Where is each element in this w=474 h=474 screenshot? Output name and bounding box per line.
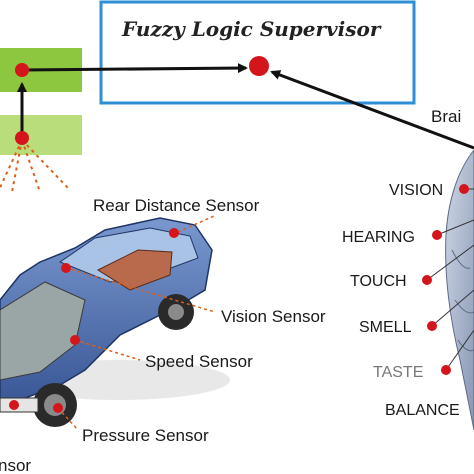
sensor-dot-pressure [53, 403, 63, 413]
sensor-leaders [57, 215, 216, 431]
supervisor-box: Fuzzy Logic Supervisor [99, 0, 416, 105]
car-wheel-rear-hub [168, 304, 184, 320]
sense-dot-vision [459, 184, 469, 194]
arrows [17, 63, 474, 150]
sensor-dot-vision [61, 263, 71, 273]
leader-touch-sense [426, 244, 474, 281]
sensor-dot-rear-distance [169, 228, 179, 238]
sense-dot-taste [441, 365, 451, 375]
label-speed-sensor: Speed Sensor [145, 352, 253, 371]
arrow-from-brain [270, 70, 474, 150]
signal-ray [11, 139, 23, 193]
label-hearing: HEARING [342, 229, 415, 246]
supervisor-box-border [99, 0, 416, 105]
sensor-dot-bumper [9, 400, 19, 410]
label-pressure-sensor: Pressure Sensor [82, 426, 209, 445]
label-vision-sensor: Vision Sensor [221, 307, 326, 326]
label-touch: TOUCH [350, 273, 407, 290]
leader-taste-sense [445, 329, 474, 371]
node-dot-top [15, 63, 29, 77]
node-dot-bottom [15, 131, 29, 145]
car-seats [96, 249, 173, 291]
green-block-bottom [0, 115, 82, 155]
signal-ray [0, 139, 23, 191]
leader-vision [65, 267, 216, 313]
label-smell: SMELL [359, 319, 412, 336]
node-dot-supervisor [249, 56, 269, 76]
leader-smell-sense [431, 289, 474, 327]
label-balance: BALANCE [385, 402, 460, 419]
leader-rear-distance [177, 215, 215, 233]
supervisor-title: Fuzzy Logic Supervisor [121, 17, 382, 41]
leader-pressure [57, 407, 79, 431]
brain-label: Brai [431, 107, 461, 126]
car-illustration [0, 217, 230, 427]
signal-ray [21, 139, 41, 193]
control-blocks [0, 48, 82, 155]
sensor-dot-speed [70, 335, 80, 345]
sense-dot-smell [427, 321, 437, 331]
leader-hearing-sense [436, 219, 474, 236]
arrow-to-supervisor [21, 63, 248, 74]
human-head-illustration [445, 149, 474, 431]
head-silhouette [445, 149, 474, 431]
sense-dot-touch [422, 275, 432, 285]
sense-leaders [426, 188, 474, 371]
label-taste: TASTE [373, 364, 423, 381]
head-detail [451, 249, 474, 352]
label-vision: VISION [389, 182, 443, 199]
sense-dot-hearing [432, 230, 442, 240]
signal-rays [0, 139, 69, 193]
label-rear-distance-sensor: Rear Distance Sensor [93, 196, 260, 215]
label-cutoff-sensor: nsor [0, 456, 31, 474]
leader-speed [74, 339, 141, 361]
